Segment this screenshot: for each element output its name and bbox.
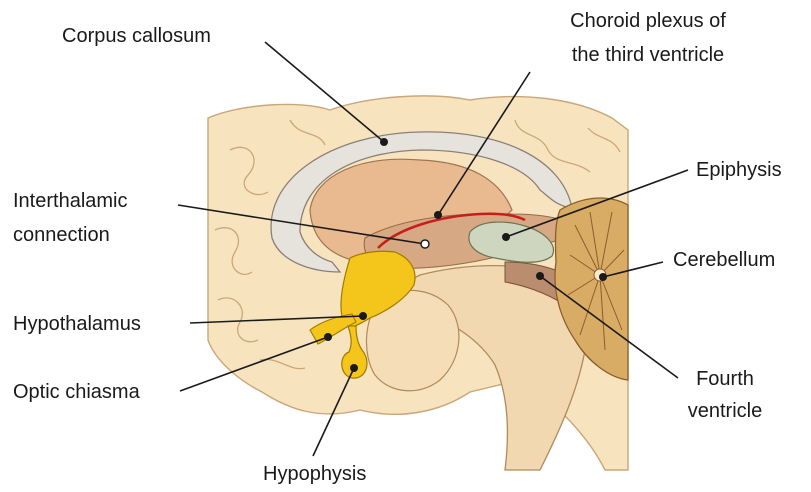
label-corpus-callosum: Corpus callosum	[62, 25, 211, 47]
label-choroid-plexus-line2: the third ventricle	[572, 44, 724, 66]
label-optic-chiasma: Optic chiasma	[13, 381, 141, 403]
label-hypothalamus: Hypothalamus	[13, 313, 141, 335]
label-interthalamic-line2: connection	[13, 224, 110, 246]
label-choroid-plexus-line1: Choroid plexus of	[570, 10, 726, 32]
label-hypophysis: Hypophysis	[263, 463, 366, 485]
label-epiphysis: Epiphysis	[696, 159, 782, 181]
label-fourth-ventricle-line1: Fourth	[696, 368, 754, 390]
label-interthalamic-line1: Interthalamic	[13, 190, 128, 212]
label-fourth-ventricle-line2: ventricle	[688, 400, 762, 422]
label-cerebellum: Cerebellum	[673, 249, 775, 271]
